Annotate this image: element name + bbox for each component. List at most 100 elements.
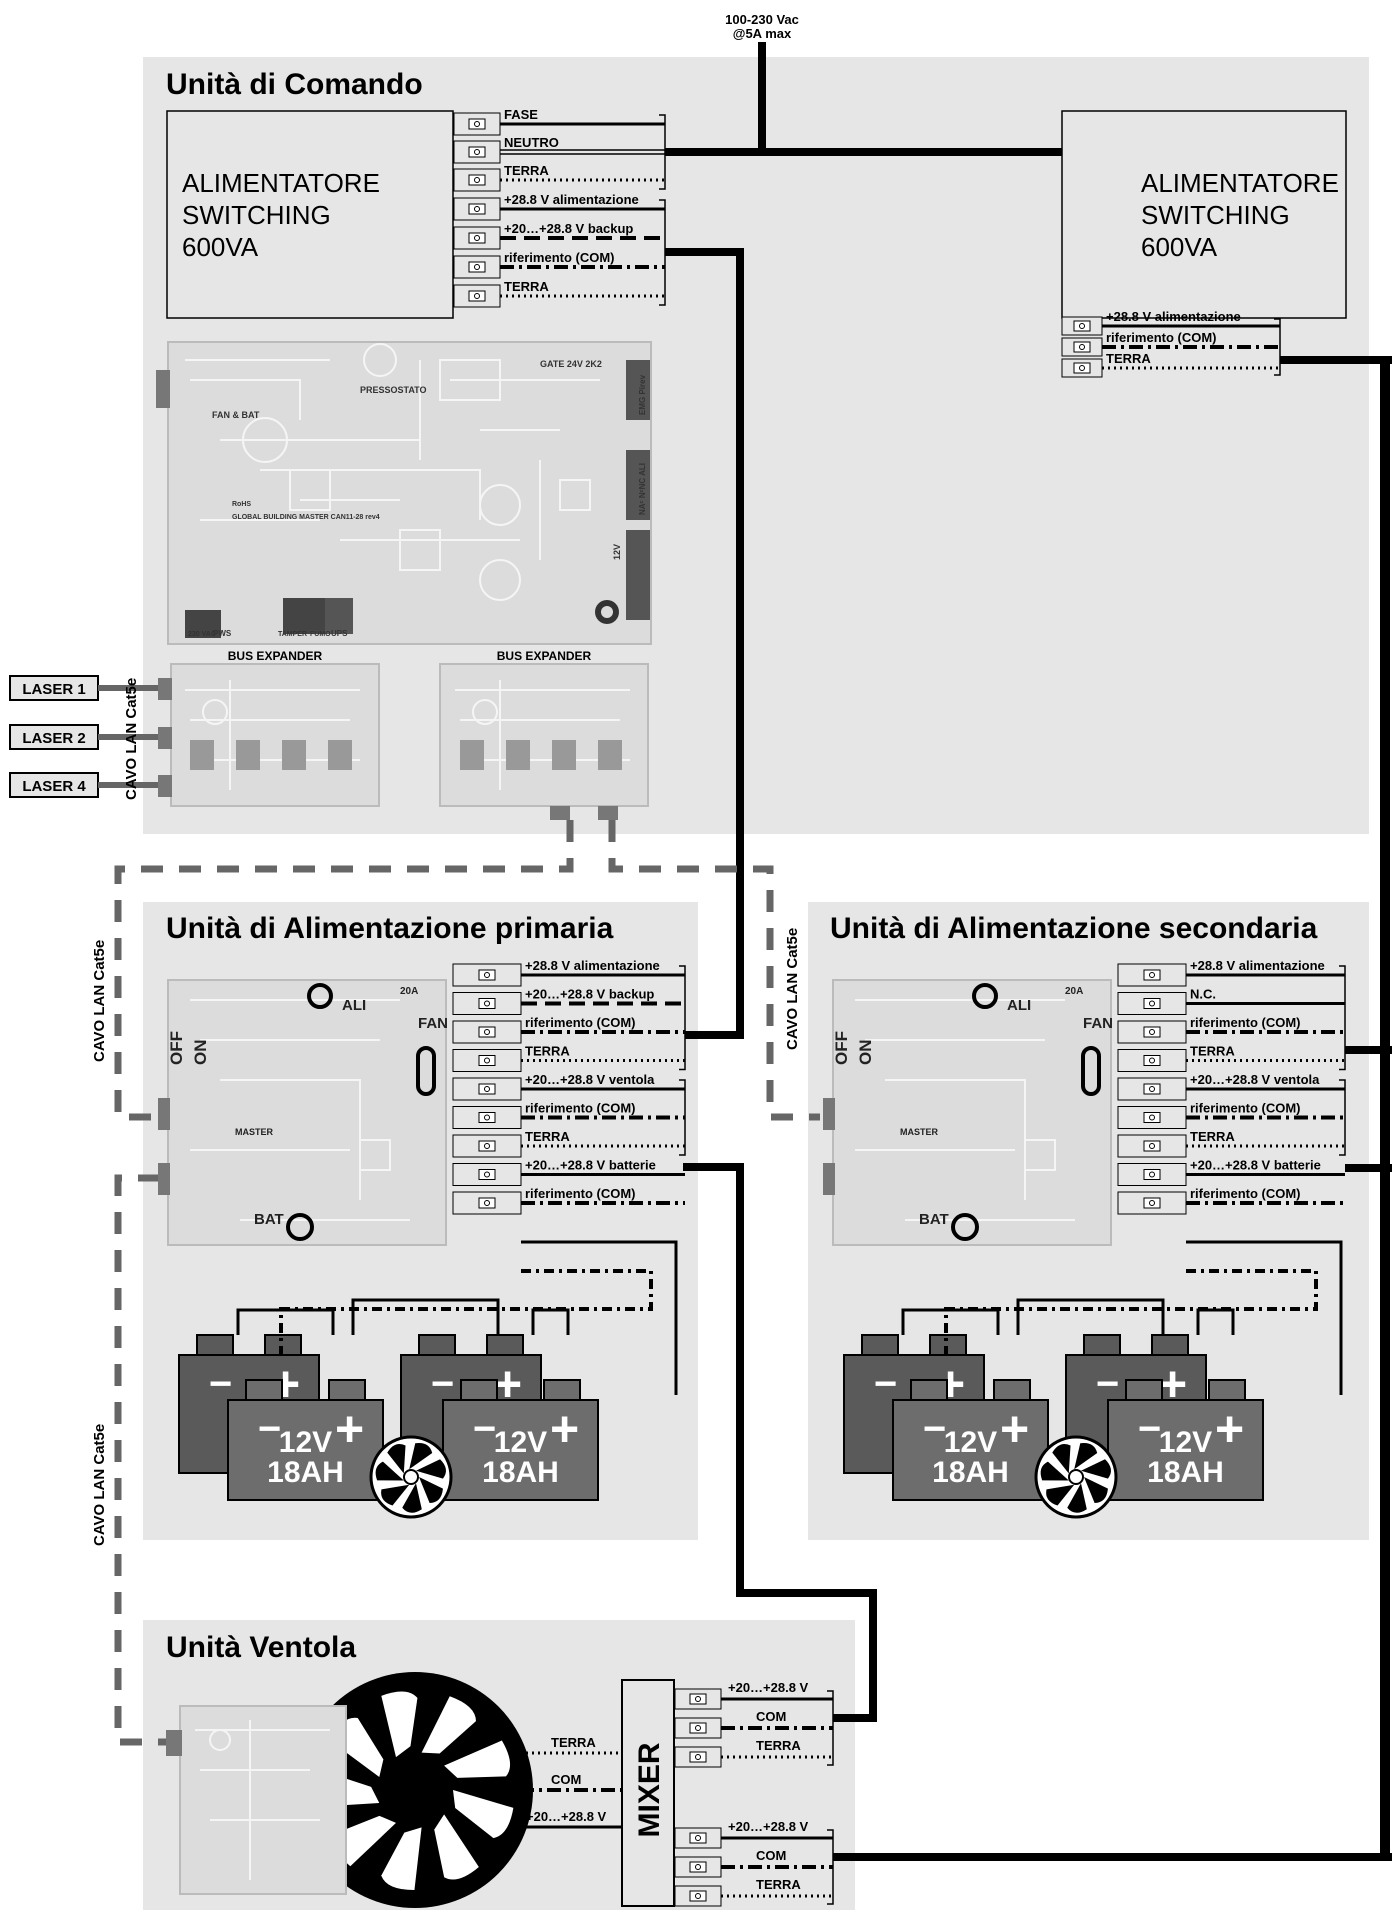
prim-label-2: riferimento (COM) — [525, 1015, 636, 1030]
psu-left — [166, 110, 454, 319]
power-pcb-secondaria: OFF ON FAN ALI BAT MASTER 20A — [823, 979, 1113, 1246]
pcb-label-pws: PWS — [213, 629, 232, 638]
backup-wire — [665, 248, 744, 1039]
fan-rb-label-2: TERRA — [756, 1877, 801, 1892]
pcb1-ali: ALI — [342, 997, 366, 1014]
laser-4-label: LASER 4 — [22, 778, 86, 795]
bat-prim-front-1 — [227, 1399, 384, 1501]
pcb-label-ali: NAᶜ NᶜNC ALI — [638, 463, 647, 515]
mixer-box — [621, 1679, 675, 1907]
laser-1-box — [9, 675, 99, 701]
fan-supply-wire — [683, 1163, 877, 1722]
mains-current: @5A max — [733, 26, 792, 41]
psu-right-line2: SWITCHING — [1141, 200, 1290, 230]
fan-left-label-0: TERRA — [551, 1735, 596, 1750]
sec-label-0: +28.8 V alimentazione — [1190, 958, 1325, 973]
bat-sec-front-1-capacity: 18AH — [932, 1456, 1009, 1489]
psu-left-dc-label-1: +20…+28.8 V backup — [504, 221, 633, 236]
pcb1-off: OFF — [167, 1031, 186, 1065]
sec-label-1: N.C. — [1190, 987, 1216, 1002]
bat-prim-front-2-minus: − — [473, 1407, 496, 1451]
sec-label-3: TERRA — [1190, 1044, 1235, 1059]
pcb2-off: OFF — [832, 1031, 851, 1065]
fan-left-label-1: COM — [551, 1772, 581, 1787]
pcb-label-master: GLOBAL BUILDING MASTER CAN11-28 rev4 — [232, 514, 380, 521]
pcb-label-fanbat: FAN & BAT — [212, 410, 260, 420]
pcb2-bat: BAT — [919, 1211, 949, 1228]
laser-2-box — [9, 724, 99, 750]
bat-prim-front-1-minus: − — [258, 1407, 281, 1451]
mains-voltage: 100-230 Vac — [725, 12, 799, 27]
bat-prim-front-1-plus: + — [335, 1401, 364, 1457]
psu-right-label-1: riferimento (COM) — [1106, 330, 1217, 345]
sec-label-7: +20…+28.8 V batterie — [1190, 1158, 1321, 1173]
fan-pcb — [179, 1705, 347, 1895]
title-primaria: Unità di Alimentazione primaria — [166, 912, 614, 945]
pcb-label-ups: UPS — [331, 629, 348, 638]
fan-rb-label-1: COM — [756, 1848, 786, 1863]
sec-label-6: TERRA — [1190, 1129, 1235, 1144]
bat-sec-front-2-plus: + — [1215, 1401, 1244, 1457]
prim-label-6: TERRA — [525, 1129, 570, 1144]
pcb1-bat: BAT — [254, 1211, 284, 1228]
pcb1-20a: 20A — [400, 986, 418, 997]
power-pcb-primaria: OFF ON FAN ALI BAT MASTER 20A — [158, 979, 448, 1246]
power-wires — [665, 42, 1392, 1861]
bat-prim-back-1-minus: − — [209, 1362, 232, 1406]
primaria-terminals: +28.8 V alimentazione+20…+28.8 V backupr… — [452, 958, 686, 1215]
bat-sec-front-2-minus: − — [1138, 1407, 1161, 1451]
psu-right-label-2: TERRA — [1106, 351, 1151, 366]
pcb-label-12v: 12V — [612, 544, 622, 560]
title-comando: Unità di Comando — [166, 68, 423, 101]
psu-left-dc-label-2: riferimento (COM) — [504, 250, 615, 265]
fan-rt-label-2: TERRA — [756, 1738, 801, 1753]
bat-prim-front-2-capacity: 18AH — [482, 1456, 559, 1489]
laser-4-box — [9, 772, 99, 798]
psu-right-line1: ALIMENTATORE — [1141, 168, 1339, 198]
fan-rb-label-0: +20…+28.8 V — [728, 1819, 809, 1834]
sec-label-8: riferimento (COM) — [1190, 1186, 1301, 1201]
sec-label-5: riferimento (COM) — [1190, 1101, 1301, 1116]
pcb1-on: ON — [191, 1040, 210, 1066]
psu-left-line2: SWITCHING — [182, 200, 331, 230]
laser-block: LASER 1 LASER 2 LASER 4 CAVO LAN Cat5e — [9, 675, 172, 800]
fan-unit: MIXER — [166, 1672, 675, 1908]
laser-1-label: LASER 1 — [22, 681, 85, 698]
pcb1-fan: FAN — [418, 1015, 448, 1032]
laser-2-label: LASER 2 — [22, 730, 85, 747]
pcb-label-pressostato: PRESSOSTATO — [360, 385, 427, 395]
bat-sec-front-1-voltage: 12V — [944, 1426, 997, 1459]
pcb1-master: MASTER — [235, 1127, 274, 1137]
prim-label-5: riferimento (COM) — [525, 1101, 636, 1116]
sec-label-4: +20…+28.8 V ventola — [1190, 1072, 1320, 1087]
lan-label-left-bottom: CAVO LAN Cat5e — [91, 1424, 108, 1546]
bat-sec-front-2-capacity: 18AH — [1147, 1456, 1224, 1489]
bat-prim-front-2-voltage: 12V — [494, 1426, 547, 1459]
prim-label-0: +28.8 V alimentazione — [525, 958, 660, 973]
prim-label-4: +20…+28.8 V ventola — [525, 1072, 655, 1087]
bat-sec-front-1-minus: − — [923, 1407, 946, 1451]
lan-cable-left-bottom — [114, 1174, 168, 1746]
pcb-label-fumo: FUMO — [310, 631, 331, 638]
psu-left-dc-label-0: +28.8 V alimentazione — [504, 192, 639, 207]
bat-prim-front-2 — [442, 1399, 599, 1501]
bus-expander-2-label: BUS EXPANDER — [497, 649, 592, 663]
bus-expander-1-label: BUS EXPANDER — [228, 649, 323, 663]
pcb-label-gate: GATE 24V 2K2 — [540, 359, 602, 369]
pcb-label-230vac: 230 VAC — [188, 631, 216, 638]
fan-rt-label-1: COM — [756, 1709, 786, 1724]
bat-prim-front-2-plus: + — [550, 1401, 579, 1457]
bat-prim-front-1-voltage: 12V — [279, 1426, 332, 1459]
prim-label-3: TERRA — [525, 1044, 570, 1059]
pcb2-master: MASTER — [900, 1127, 939, 1137]
lan-cable-left-top — [114, 820, 574, 1121]
bat-sec-front-2 — [1107, 1399, 1264, 1501]
laser-cable-label: CAVO LAN Cat5e — [123, 678, 140, 800]
psu-right-label-0: +28.8 V alimentazione — [1106, 309, 1241, 324]
